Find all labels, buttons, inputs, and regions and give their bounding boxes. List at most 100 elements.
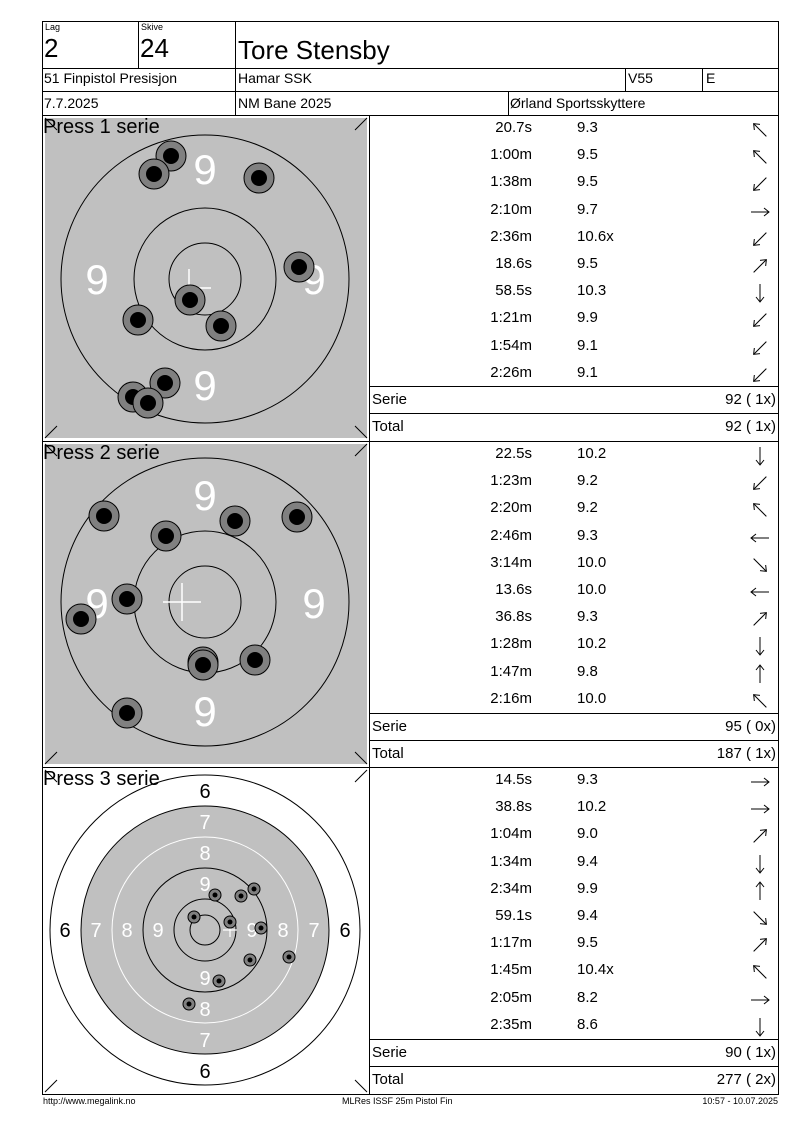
serie-label: Serie [372,718,408,735]
shot-score: 9.7 [577,200,598,218]
shot-hole [187,649,219,681]
total-label: Total [372,745,404,762]
shot-time: 59.1s [495,907,532,924]
shot-score: 9.5 [577,173,598,191]
shot-hole [223,915,237,929]
serie-label: Serie [372,391,408,408]
shot-time: 1:45m [490,961,532,979]
direction-arrow-icon [755,854,765,874]
shot-row: 1:34m 9.4 [370,850,778,877]
direction-arrow-icon [751,804,770,814]
ring-9 [60,134,350,424]
direction-arrow-icon [755,447,765,466]
shot-score: 9.9 [577,879,598,897]
shot-time: 20.7s [495,119,532,136]
ring-label: 8 [277,920,288,942]
shot-score: 9.1 [577,363,598,381]
ring-label: 8 [199,843,210,865]
shot-score: 9.2 [577,472,598,490]
shot-hole [65,603,97,635]
ring-label: 9 [193,472,216,519]
shot-score: 9.3 [577,119,598,136]
shooter-name: Tore Stensby [238,35,390,65]
ring-label: 7 [199,812,210,834]
direction-arrow-icon [751,207,770,216]
direction-arrow-icon [753,938,767,952]
shot-hole [122,304,154,336]
shot-time: 2:34m [490,879,532,897]
shot-score: 9.3 [577,608,598,626]
shot-score: 9.3 [577,771,598,788]
target-zoomed-2: 9 9 9 9 [44,443,368,765]
class-value: V55 [628,70,653,86]
total-value: 92 ( 1x) [725,418,776,435]
shot-hole [111,583,143,615]
shot-hole [88,500,120,532]
ring-x [168,242,242,316]
direction-arrow-icon [753,965,767,980]
shot-score: 9.4 [577,852,598,870]
direction-arrow-icon [753,259,767,273]
shot-row: 36.8s 9.3 [370,605,778,632]
series-3-target: 6 7 8 9 9 8 7 6 6 7 8 9 9 8 7 6 [43,768,370,1094]
shot-score: 9.0 [577,825,598,843]
total-label: Total [372,1071,404,1088]
shot-hole [212,974,226,988]
shot-time: 2:05m [490,988,532,1006]
total-row: Total 187 ( 1x) [370,740,778,766]
ring-10 [133,207,277,351]
shot-holes [117,140,315,419]
direction-arrow-icon [753,340,767,355]
serie-row: Serie 95 ( 0x) [370,713,778,739]
shot-hole [174,284,206,316]
ring-label: 7 [90,920,101,942]
ring-9 [60,457,350,747]
ring-label: 8 [121,920,132,942]
shot-time: 2:46m [490,526,532,544]
shot-time: 2:10m [490,200,532,218]
ring-label: 6 [199,1061,210,1083]
lag-value: 2 [44,33,59,63]
total-value: 277 ( 2x) [716,1071,776,1088]
shot-hole [132,387,164,419]
shot-score: 9.8 [577,662,598,680]
shot-hole [111,697,143,729]
direction-arrow-icon [753,150,767,164]
footer-software: MLRes ISSF 25m Pistol Fin [342,1096,453,1106]
shot-hole [187,910,201,924]
shot-score: 9.4 [577,907,598,924]
shot-time: 36.8s [495,608,532,626]
shot-score: 10.2 [577,445,607,462]
ring-label: 9 [199,968,210,990]
ring-6 [80,805,330,1055]
shot-hole [208,888,222,902]
serie-value: 92 ( 1x) [725,391,776,408]
shot-score: 9.5 [577,934,598,952]
shot-time: 1:17m [490,934,532,952]
shot-hole [247,882,261,896]
ring-label: 9 [152,920,163,942]
serie-value: 95 ( 0x) [725,718,776,735]
direction-arrow-icon [753,693,767,708]
serie-value: 90 ( 1x) [725,1044,776,1061]
shot-hole [138,158,170,190]
shot-time: 18.6s [495,255,532,272]
direction-arrow-icon [755,1017,765,1037]
series-title: Press 1 serie [43,116,160,138]
shot-time: 22.5s [495,445,532,462]
total-row: Total 277 ( 2x) [370,1066,778,1092]
shot-time: 1:34m [490,852,532,870]
shot-hole [182,997,196,1011]
header-box: Lag 2 Skive 24 Tore Stensby 51 Finpistol… [42,21,779,116]
series-title: Press 3 serie [43,768,160,790]
shot-hole [205,310,237,342]
venue-name: Ørland Sportsskyttere [510,95,646,111]
